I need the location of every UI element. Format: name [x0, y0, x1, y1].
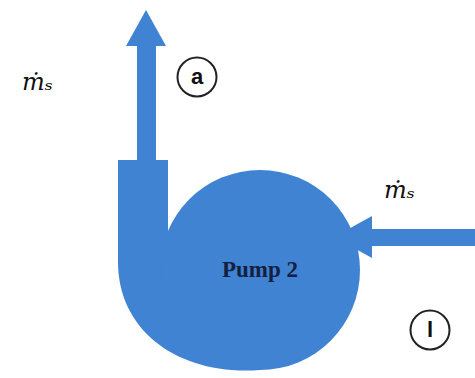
mass-flow-symbol: ṁₛ: [384, 176, 415, 204]
outlet-pipe: [137, 40, 156, 165]
station-letter: l: [427, 317, 433, 343]
pump-body: Pump 2: [160, 170, 360, 370]
pump-label: Pump 2: [222, 257, 298, 283]
pump-casing-circle: [160, 170, 360, 370]
inlet-pipe: [362, 229, 475, 246]
mass-flow-symbol: ṁₛ: [22, 68, 53, 96]
outlet-arrowhead: [126, 10, 166, 46]
station-marker: a: [176, 56, 218, 98]
station-circle-outline: [178, 58, 217, 97]
station-marker: l: [409, 309, 451, 351]
station-circle-outline: [411, 311, 450, 350]
station-letter: a: [191, 64, 203, 90]
